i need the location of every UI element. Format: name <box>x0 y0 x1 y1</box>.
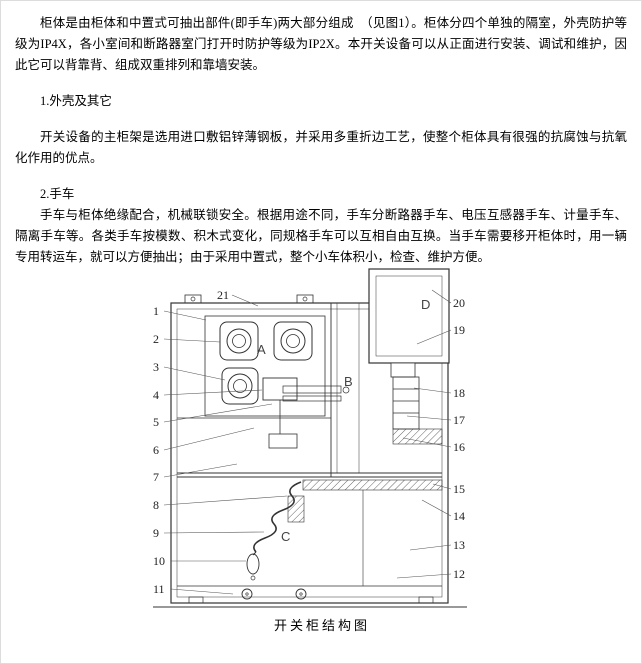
callout-19: 19 <box>453 323 465 337</box>
callout-numbers: 21 1 2 3 4 5 6 7 8 9 10 11 20 19 18 17 1… <box>153 288 465 596</box>
callout-17: 17 <box>453 413 465 427</box>
figure-caption: 开关柜结构图 <box>273 618 370 633</box>
structure-diagram: 21 1 2 3 4 5 6 7 8 9 10 11 20 19 18 17 1… <box>153 268 467 608</box>
label-compartment-d: D <box>421 297 430 312</box>
callout-18: 18 <box>453 386 465 400</box>
partitions <box>177 303 442 586</box>
cable-coil <box>246 481 302 581</box>
callout-21: 21 <box>217 288 229 302</box>
callout-5: 5 <box>153 415 159 429</box>
heading-handcart: 2.手车 <box>40 187 75 201</box>
callout-11: 11 <box>153 582 165 596</box>
paragraph-cabinet-intro: 柜体是由柜体和中置式可抽出部件(即手车)两大部分组成 （见图1）。柜体分四个单独… <box>15 16 627 72</box>
handcart-wheels <box>241 588 307 600</box>
insulator-stack <box>392 376 420 430</box>
callout-8: 8 <box>153 498 159 512</box>
callout-12: 12 <box>453 567 465 581</box>
paragraph-shell: 开关设备的主柜架是选用进口敷铝锌薄钢板，并采用多重折边工艺，使整个柜体具有很强的… <box>15 130 627 165</box>
label-compartment-b: B <box>344 374 353 389</box>
label-compartment-c: C <box>281 529 290 544</box>
callout-4: 4 <box>153 388 159 402</box>
callout-9: 9 <box>153 526 159 540</box>
callout-7: 7 <box>153 470 159 484</box>
callout-15: 15 <box>453 482 465 496</box>
paragraph-handcart: 手车与柜体绝缘配合，机械联锁安全。根据用途不同，手车分断路器手车、电压互感器手车… <box>15 208 627 264</box>
document-body: 柜体是由柜体和中置式可抽出部件(即手车)两大部分组成 （见图1）。柜体分四个单独… <box>1 1 641 268</box>
label-compartment-a: A <box>257 342 266 357</box>
compartment-letters: A B C D <box>257 297 430 544</box>
callout-2: 2 <box>153 332 159 346</box>
callout-20: 20 <box>453 296 465 310</box>
leader-lines <box>163 289 452 595</box>
callout-13: 13 <box>453 538 465 552</box>
callout-3: 3 <box>153 360 159 374</box>
callout-6: 6 <box>153 443 159 457</box>
breaker-mechanism <box>262 377 350 449</box>
callout-16: 16 <box>453 440 465 454</box>
bushings <box>204 315 326 417</box>
figure-switchgear: 21 1 2 3 4 5 6 7 8 9 10 11 20 19 18 17 1… <box>1 268 641 636</box>
cabinet-outline <box>153 294 467 608</box>
callout-1: 1 <box>153 304 159 318</box>
callout-14: 14 <box>453 509 465 523</box>
heading-shell: 1.外壳及其它 <box>40 94 112 108</box>
hatch-regions <box>287 428 443 523</box>
callout-10: 10 <box>153 554 165 568</box>
vt-compartment-box <box>368 268 450 378</box>
